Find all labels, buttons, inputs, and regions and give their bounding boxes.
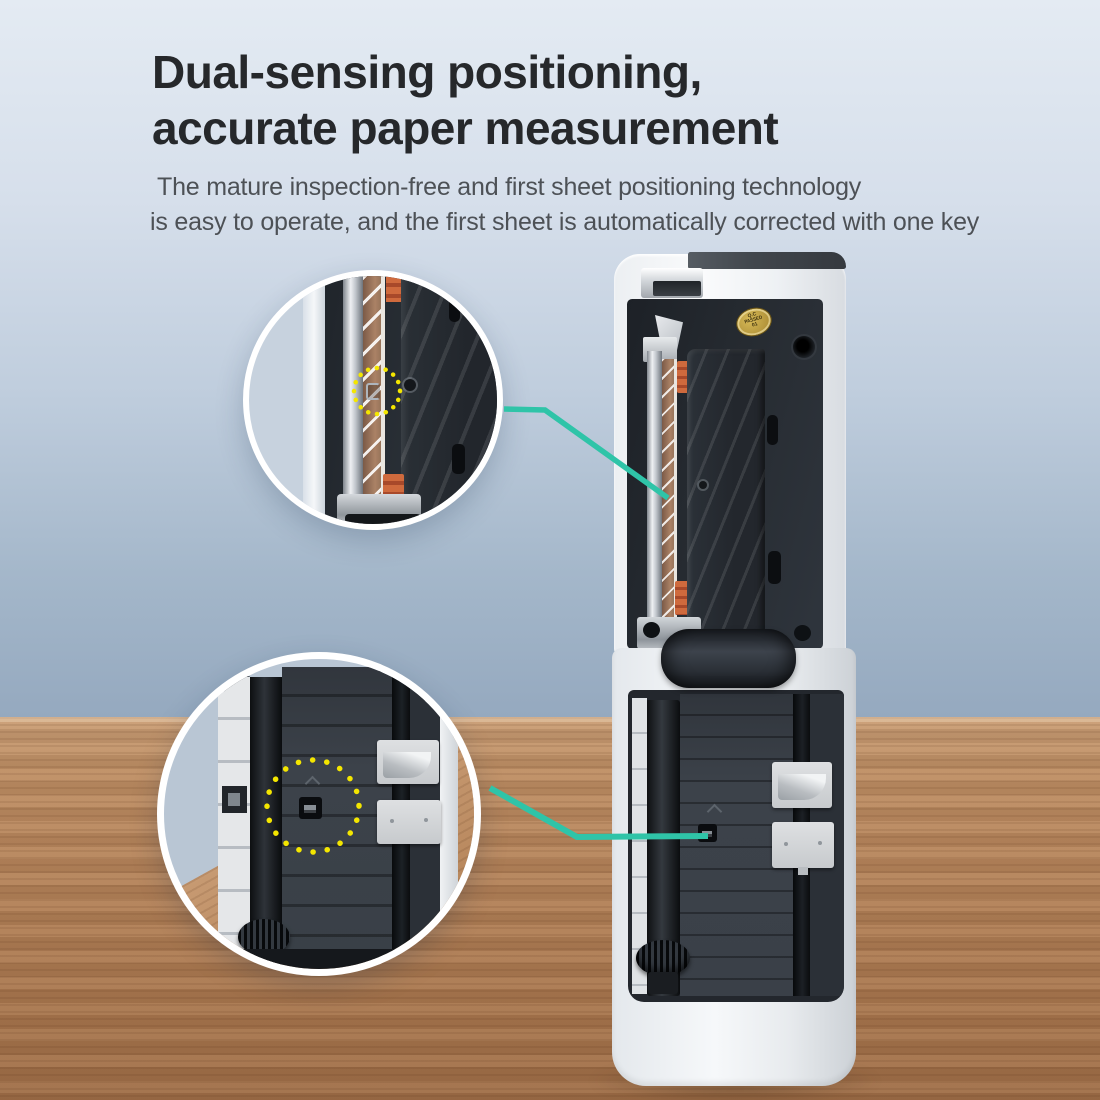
- magnified-left-cover-strip: [218, 677, 250, 965]
- title-line-2: accurate paper measurement: [152, 102, 779, 154]
- lid-hinge-recess-left: [643, 622, 660, 638]
- lid-latch-slot-lower: [768, 551, 781, 584]
- printer-lid-top-band: [688, 252, 846, 269]
- page-subtitle: The mature inspection-free and first she…: [150, 170, 979, 240]
- callout-printhead-magnifier: [243, 270, 503, 530]
- guide-screw-hole-left: [784, 842, 788, 846]
- adjustment-knob: [636, 940, 690, 976]
- magnified-printhead-bar: [363, 276, 385, 524]
- magnified-paper-sensor: [299, 797, 322, 819]
- magnified-paper-guide-lower: [377, 800, 441, 844]
- hinge-roller: [661, 629, 796, 688]
- magnified-paper-guide-upper: [377, 740, 439, 784]
- lid-screw-hole: [699, 481, 707, 489]
- magnified-bottom-bar: [345, 514, 421, 524]
- lid-hinge-recess-right: [794, 625, 811, 641]
- paper-guide-lower: [772, 822, 834, 875]
- title-line-1: Dual-sensing positioning,: [152, 46, 702, 98]
- guide-screw-hole-right: [818, 841, 822, 845]
- magnified-lid-edge: [303, 276, 325, 524]
- table-edge-highlight: [0, 717, 1100, 722]
- callout-tray-sensor-magnifier: [157, 652, 481, 976]
- page-title: Dual-sensing positioning, accurate paper…: [152, 44, 779, 156]
- magnified-base-bottom: [204, 949, 424, 969]
- magnified-head-sensor: [366, 383, 380, 400]
- lid-ribbed-housing: [687, 349, 765, 649]
- paper-sensor-window: [702, 828, 712, 837]
- magnified-latch-slot-lower: [452, 444, 465, 474]
- paper-guide-lower-tab: [798, 867, 808, 875]
- paper-exit-slot-opening: [653, 281, 701, 296]
- paper-guide-upper: [772, 762, 832, 808]
- printer-base-interior: [628, 690, 844, 1002]
- magnified-clip-top: [386, 276, 403, 302]
- printhead-rail: [647, 351, 662, 649]
- magnified-guide-hole-left: [390, 819, 394, 823]
- base-left-cover-strip: [632, 698, 647, 994]
- subtitle-line-2: is easy to operate, and the first sheet …: [150, 208, 980, 236]
- lid-round-recess: [793, 336, 815, 358]
- magnified-base-edge: [440, 659, 458, 969]
- paper-guide-upper-wedge: [778, 774, 826, 800]
- magnified-paper-sensor-window: [304, 802, 316, 813]
- magnified-latch-slot-upper: [449, 294, 460, 322]
- paper-sensor: [698, 824, 717, 842]
- background-sky: [0, 0, 1100, 717]
- magnified-screw-hole: [404, 379, 416, 391]
- printer-lid-interior: Q.C PASSED 01: [627, 299, 823, 649]
- magnified-guide-hole-right: [424, 818, 428, 822]
- lid-latch-slot-upper: [767, 415, 778, 445]
- magnified-strip-window: [222, 786, 247, 813]
- paper-exit-slot: [641, 268, 703, 298]
- magnified-guide-upper-wedge: [383, 752, 431, 778]
- subtitle-line-1: The mature inspection-free and first she…: [157, 173, 862, 201]
- magnified-printhead-rail: [343, 276, 363, 524]
- qc-passed-sticker: Q.C PASSED 01: [732, 303, 776, 341]
- knob-shaft: [648, 972, 678, 994]
- magnified-strip-window-inner: [228, 793, 240, 806]
